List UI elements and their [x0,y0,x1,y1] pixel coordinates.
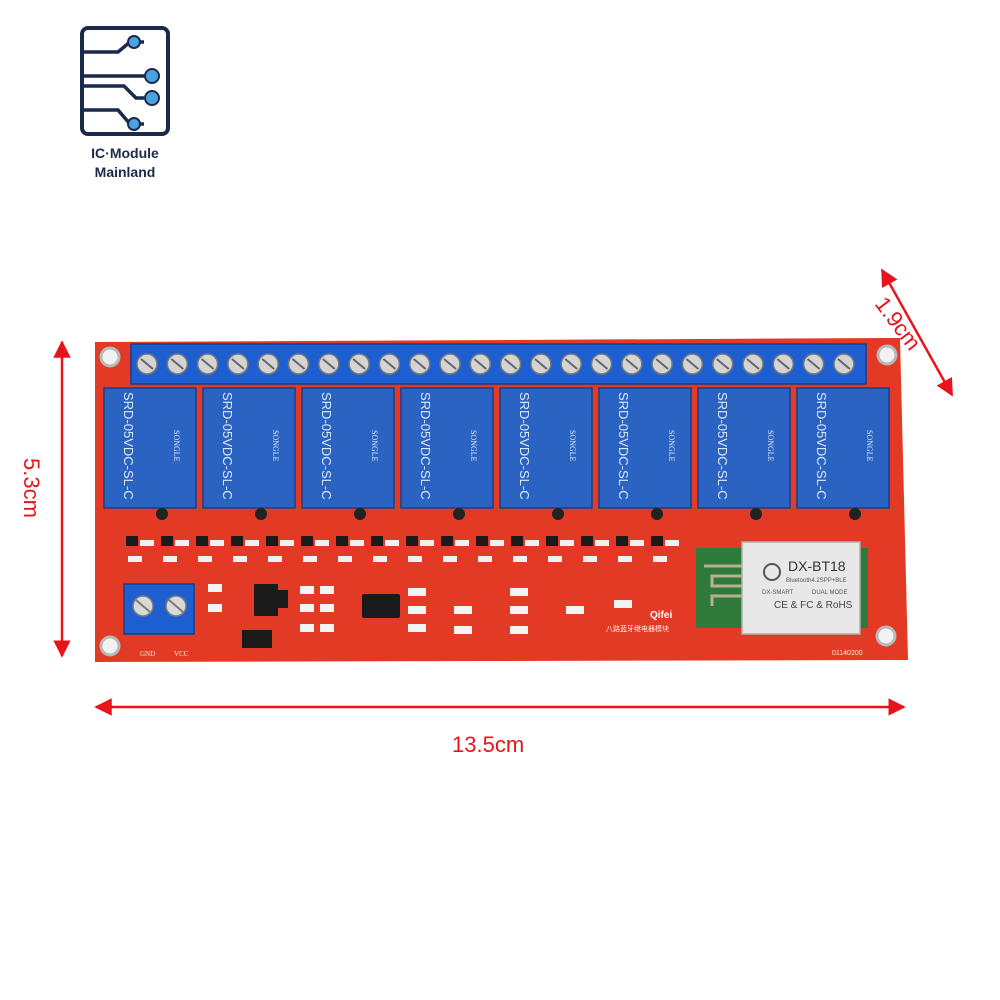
svg-text:SRD-05VDC-SL-C: SRD-05VDC-SL-C [220,392,235,500]
width-dimension-label: 13.5cm [452,732,525,757]
terminal-screw [196,353,219,375]
driver-part [546,536,574,562]
terminal-screw [408,353,431,375]
terminal-screw [257,353,279,375]
svg-text:SONGLE: SONGLE [766,430,775,462]
driver-part [441,536,469,562]
power-label-vcc: VCC [174,650,189,658]
bluetooth-module-cert: CE & FC & RoHS [774,600,853,611]
driver-part [196,536,224,562]
driver-part [511,536,539,562]
terminal-screw [621,353,643,375]
driver-part [476,536,504,562]
relay: SRD-05VDC-SL-C SONGLE [301,387,395,520]
driver-transistors [126,536,679,562]
terminal-screw [499,353,522,375]
terminal-screw [560,353,582,375]
driver-part [126,536,154,562]
driver-part [336,536,364,562]
svg-text:SRD-05VDC-SL-C: SRD-05VDC-SL-C [121,392,136,500]
brand-name: IC·Module Mainland [60,144,190,182]
relay: SRD-05VDC-SL-C SONGLE [400,387,494,520]
relay: SRD-05VDC-SL-C SONGLE [598,387,692,520]
terminal-screw [772,353,795,375]
terminal-screw [742,353,764,375]
driver-part [406,536,434,562]
relay: SRD-05VDC-SL-C SONGLE [499,387,593,520]
bluetooth-module-sub: Bluetooth4.2SPP+BLE [786,578,847,584]
terminal-screw [378,353,401,375]
svg-text:SONGLE: SONGLE [865,430,874,462]
terminal-screw [348,353,370,375]
svg-text:SONGLE: SONGLE [370,430,379,462]
svg-text:SONGLE: SONGLE [568,430,577,462]
terminal-screw [136,353,158,375]
svg-text:SRD-05VDC-SL-C: SRD-05VDC-SL-C [319,392,334,500]
smd-pads [208,584,632,634]
terminal-screw [287,353,310,375]
driver-part [301,536,329,562]
svg-text:SRD-05VDC-SL-C: SRD-05VDC-SL-C [616,392,631,500]
svg-text:SRD-05VDC-SL-C: SRD-05VDC-SL-C [517,392,532,500]
terminal-screws [136,353,855,375]
brand-line2: Mainland [94,164,156,180]
board-code: 01140200 [832,650,863,657]
terminal-screw [166,353,189,375]
svg-text:SONGLE: SONGLE [469,430,478,462]
relay: SRD-05VDC-SL-C SONGLE [697,387,791,520]
svg-text:SRD-05VDC-SL-C: SRD-05VDC-SL-C [418,392,433,500]
svg-text:SRD-05VDC-SL-C: SRD-05VDC-SL-C [715,392,730,500]
terminal-screw [318,353,340,375]
terminal-screw [651,353,673,375]
svg-text:SONGLE: SONGLE [667,430,676,462]
power-label-gnd: GND [140,650,156,658]
svg-text:SONGLE: SONGLE [172,430,181,462]
bluetooth-module-name: DX-BT18 [788,558,846,574]
svg-text:SRD-05VDC-SL-C: SRD-05VDC-SL-C [814,392,829,500]
driver-part [651,536,679,562]
bluetooth-module-mode: DUAL MODE [812,590,848,596]
driver-part [371,536,399,562]
board-title: 八路蓝牙继电器模块 [606,625,669,633]
terminal-screw [802,353,825,375]
driver-part [231,536,259,562]
height-dimension-label: 5.3cm [19,458,44,518]
terminal-screw [469,353,492,375]
bluetooth-module-shield [741,541,861,635]
board-maker-logo: Qifei [650,610,673,621]
relay: SRD-05VDC-SL-C SONGLE [202,387,296,520]
terminal-screw [439,353,461,375]
svg-text:SONGLE: SONGLE [271,430,280,462]
terminal-screw [711,353,734,375]
brand-line1: IC·Module [91,145,159,161]
terminal-screw [681,353,704,375]
terminal-screw [530,353,552,375]
terminal-screw [227,353,249,375]
driver-part [581,536,609,562]
depth-arrow [880,268,954,397]
relay: SRD-05VDC-SL-C SONGLE [103,387,197,520]
relay-group: SRD-05VDC-SL-C SONGLE SRD-05VDC-SL-C SONGLE… [103,387,890,520]
bluetooth-module-brand: DX-SMART [762,590,794,596]
terminal-screw [590,353,613,375]
terminal-screw [833,353,855,375]
driver-part [266,536,294,562]
smd-components [242,584,400,648]
driver-part [161,536,189,562]
driver-part [616,536,644,562]
relay: SRD-05VDC-SL-C SONGLE [796,387,890,520]
brand-logo-icon [80,26,170,136]
